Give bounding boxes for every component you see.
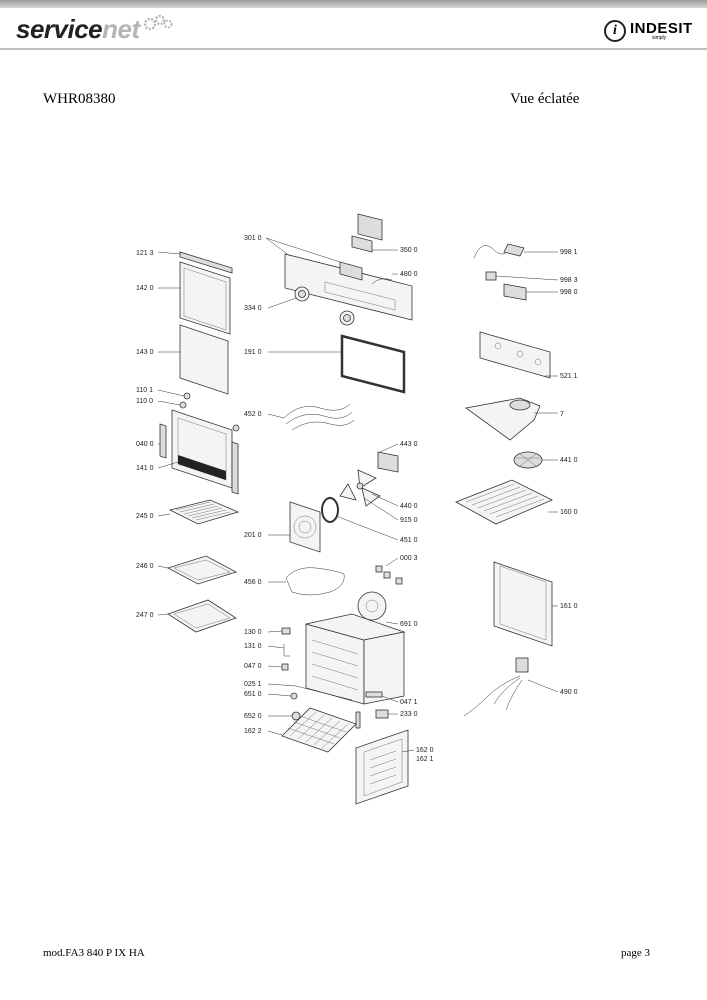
label-1410: 141 0 (136, 465, 154, 472)
label-9980: 998 0 (560, 289, 578, 296)
label-0400: 040 0 (136, 441, 154, 448)
deep-tray (157, 599, 237, 633)
electronic-board (485, 271, 559, 301)
label-2460: 246 0 (136, 563, 154, 570)
label-6520: 652 0 (244, 713, 262, 720)
indesit-tagline: simply (652, 35, 667, 41)
label-1101: 110 1 (136, 387, 153, 394)
cooling-fan (513, 451, 558, 469)
top-cover (455, 479, 558, 525)
label-3340: 334 0 (244, 305, 262, 312)
servicenet-logo: servicenet (16, 14, 140, 44)
label-4520: 452 0 (244, 411, 262, 418)
terminal-block (375, 557, 403, 585)
rear-panel (355, 729, 415, 805)
header-top-bar (0, 0, 707, 8)
door-top-trim (157, 251, 233, 274)
fan-cover (268, 501, 321, 553)
bottom-element (268, 567, 345, 596)
label-0470: 047 0 (244, 663, 262, 670)
label-2330: 233 0 (400, 711, 418, 718)
label-4410: 441 0 (560, 457, 578, 464)
power-cable-module (473, 243, 558, 259)
label-6910: 691 0 (400, 621, 418, 628)
panel-wiring (371, 273, 398, 285)
oven-cavity (305, 613, 406, 705)
fan-housing (465, 397, 558, 441)
control-board (479, 331, 558, 379)
label-1430: 143 0 (136, 349, 154, 356)
wire-shelf (157, 499, 240, 525)
label-6510: 651 0 (244, 691, 262, 698)
door-frame (157, 409, 239, 495)
inner-door-glass (158, 324, 229, 395)
label-1300: 130 0 (244, 629, 262, 636)
label-5211: 521 1 (560, 373, 578, 380)
model-code: WHR08380 (43, 91, 116, 107)
hinge-parts (157, 389, 240, 432)
label-3500: 350 0 (400, 247, 418, 254)
label-1621: 162 1 (416, 756, 434, 763)
grill-element (267, 403, 355, 431)
label-4400: 440 0 (400, 503, 418, 510)
label-4800: 480 0 (400, 271, 418, 278)
door-seal (268, 334, 406, 394)
label-1910: 191 0 (244, 349, 262, 356)
indesit-wordmark: INDESIT (630, 20, 693, 37)
indesit-logo: i INDESIT simply (604, 20, 693, 42)
gears-icon (143, 14, 173, 31)
fan-motor (377, 443, 399, 473)
label-0251: 025 1 (244, 681, 262, 688)
label-1420: 142 0 (136, 285, 154, 292)
label-1310: 131 0 (244, 643, 262, 650)
label-9150: 915 0 (400, 517, 418, 524)
rear-fan-plate (357, 591, 399, 625)
small-parts-left (267, 627, 399, 729)
label-9981: 998 1 (560, 249, 578, 256)
footer-model: mod.FA3 840 P IX HA (43, 947, 145, 959)
fan-blade (339, 469, 399, 521)
circular-element (321, 497, 399, 541)
label-1622: 162 2 (244, 728, 262, 735)
baking-tray (157, 555, 238, 585)
label-4510: 451 0 (400, 537, 418, 544)
label-0003: 000 3 (400, 555, 418, 562)
footer-page: page 3 (621, 947, 651, 959)
view-title: Vue éclatée (510, 91, 580, 107)
label-4430: 443 0 (400, 441, 418, 448)
label-4900: 490 0 (560, 689, 578, 696)
control-knobs (267, 286, 355, 326)
label-1610: 161 0 (560, 603, 578, 610)
label-2450: 245 0 (136, 513, 154, 520)
bottom-grid (267, 707, 357, 753)
outer-door-glass (158, 261, 231, 335)
label-2470: 247 0 (136, 612, 154, 619)
label-1213: 121 3 (136, 250, 154, 257)
label-7: 7 (560, 411, 564, 418)
label-4560: 456 0 (244, 579, 262, 586)
header-divider (0, 48, 707, 50)
label-2010: 201 0 (244, 532, 262, 539)
label-0471: 047 1 (400, 699, 418, 706)
wiring-harness (463, 657, 559, 717)
label-1100: 110 0 (136, 398, 153, 405)
control-panel (265, 213, 413, 321)
label-1600: 160 0 (560, 509, 578, 516)
side-panel (493, 561, 558, 647)
label-9983: 998 3 (560, 277, 578, 284)
label-1620: 162 0 (416, 747, 434, 754)
indesit-i-icon: i (604, 20, 626, 42)
label-3010: 301 0 (244, 235, 262, 242)
